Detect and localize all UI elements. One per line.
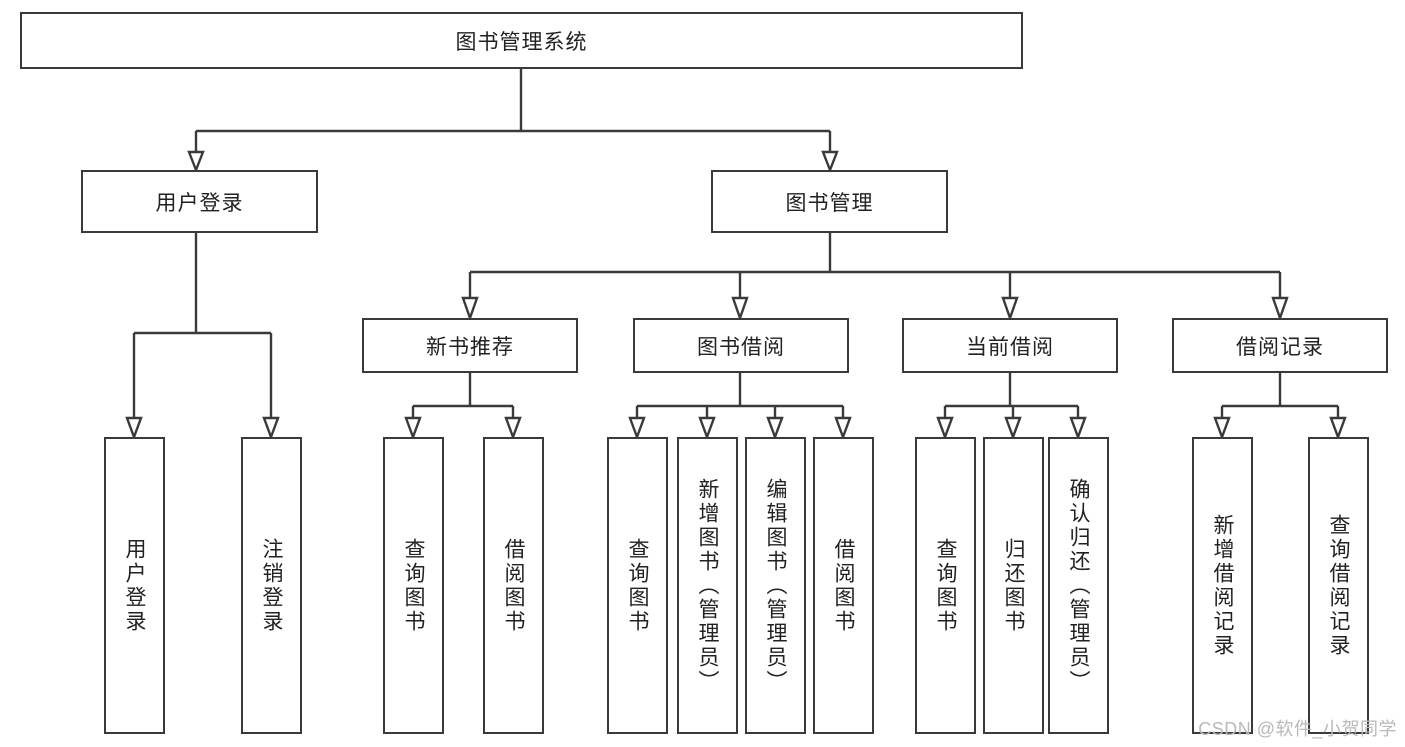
arrowhead-book-borrow	[731, 296, 749, 322]
arrowhead-leaf-logout	[262, 416, 280, 441]
arrowhead-br-2	[1329, 416, 1347, 441]
leaf-bookborrow-query-book[interactable]: 查询图书	[607, 437, 668, 734]
node-user-login[interactable]: 用户登录	[81, 170, 318, 233]
leaf-bookborrow-edit-book-label: 编辑图书（管理员）	[764, 477, 787, 694]
arrowhead-bb-2	[698, 416, 716, 441]
node-new-book-recommend-label: 新书推荐	[426, 335, 514, 359]
leaf-newbook-query-book-label: 查询图书	[402, 537, 425, 634]
arrowhead-leaf-user-login	[125, 416, 143, 441]
leaf-bookborrow-borrow-book-label: 借阅图书	[832, 537, 855, 634]
leaf-currentborrow-query-book[interactable]: 查询图书	[915, 437, 976, 734]
arrowhead-nb-2	[504, 416, 522, 441]
node-book-management-label: 图书管理	[785, 191, 874, 215]
arrowhead-bb-4	[834, 416, 852, 441]
leaf-newbook-query-book[interactable]: 查询图书	[383, 437, 444, 734]
arrowhead-nb-1	[404, 416, 422, 441]
leaf-borrowrecord-query-record[interactable]: 查询借阅记录	[1308, 437, 1369, 734]
leaf-bookborrow-query-book-label: 查询图书	[626, 537, 649, 634]
arrowhead-book-mgmt	[821, 150, 839, 174]
leaf-logout-label: 注销登录	[260, 537, 283, 634]
arrowhead-borrow-record	[1271, 296, 1289, 322]
leaf-user-login[interactable]: 用户登录	[104, 437, 165, 734]
leaf-borrowrecord-query-record-label: 查询借阅记录	[1327, 513, 1350, 658]
arrowhead-br-1	[1213, 416, 1231, 441]
node-root[interactable]: 图书管理系统	[20, 12, 1023, 69]
watermark: CSDN @软件_小贺同学	[1198, 719, 1397, 739]
leaf-currentborrow-return-book[interactable]: 归还图书	[983, 437, 1044, 734]
leaf-logout[interactable]: 注销登录	[241, 437, 302, 734]
node-book-borrow-label: 图书借阅	[697, 335, 785, 359]
leaf-bookborrow-add-book[interactable]: 新增图书（管理员）	[677, 437, 738, 734]
node-borrow-record-label: 借阅记录	[1236, 335, 1324, 359]
node-book-borrow[interactable]: 图书借阅	[633, 318, 849, 373]
leaf-bookborrow-borrow-book[interactable]: 借阅图书	[813, 437, 874, 734]
node-root-label: 图书管理系统	[455, 30, 588, 54]
leaf-newbook-borrow-book[interactable]: 借阅图书	[483, 437, 544, 734]
node-current-borrow[interactable]: 当前借阅	[902, 318, 1118, 373]
arrowhead-cb-2	[1004, 416, 1022, 441]
leaf-bookborrow-add-book-label: 新增图书（管理员）	[696, 477, 719, 694]
node-book-management[interactable]: 图书管理	[711, 170, 948, 233]
arrowhead-bb-3	[766, 416, 784, 441]
leaf-currentborrow-confirm-return[interactable]: 确认归还（管理员）	[1048, 437, 1109, 734]
leaf-borrowrecord-add-record[interactable]: 新增借阅记录	[1192, 437, 1253, 734]
leaf-user-login-label: 用户登录	[123, 537, 146, 634]
leaf-newbook-borrow-book-label: 借阅图书	[502, 537, 525, 634]
node-borrow-record[interactable]: 借阅记录	[1172, 318, 1388, 373]
arrowhead-user-login	[187, 150, 205, 174]
arrowhead-current-borrow	[1001, 296, 1019, 322]
arrowhead-cb-1	[936, 416, 954, 441]
node-current-borrow-label: 当前借阅	[966, 335, 1054, 359]
leaf-currentborrow-confirm-return-label: 确认归还（管理员）	[1067, 477, 1090, 694]
node-new-book-recommend[interactable]: 新书推荐	[362, 318, 578, 373]
leaf-currentborrow-return-book-label: 归还图书	[1002, 537, 1025, 634]
leaf-borrowrecord-add-record-label: 新增借阅记录	[1211, 513, 1234, 658]
arrowhead-bb-1	[628, 416, 646, 441]
node-user-login-label: 用户登录	[155, 191, 244, 215]
arrowhead-new-book	[461, 296, 479, 322]
arrowhead-cb-3	[1069, 416, 1087, 441]
leaf-currentborrow-query-book-label: 查询图书	[934, 537, 957, 634]
leaf-bookborrow-edit-book[interactable]: 编辑图书（管理员）	[745, 437, 806, 734]
